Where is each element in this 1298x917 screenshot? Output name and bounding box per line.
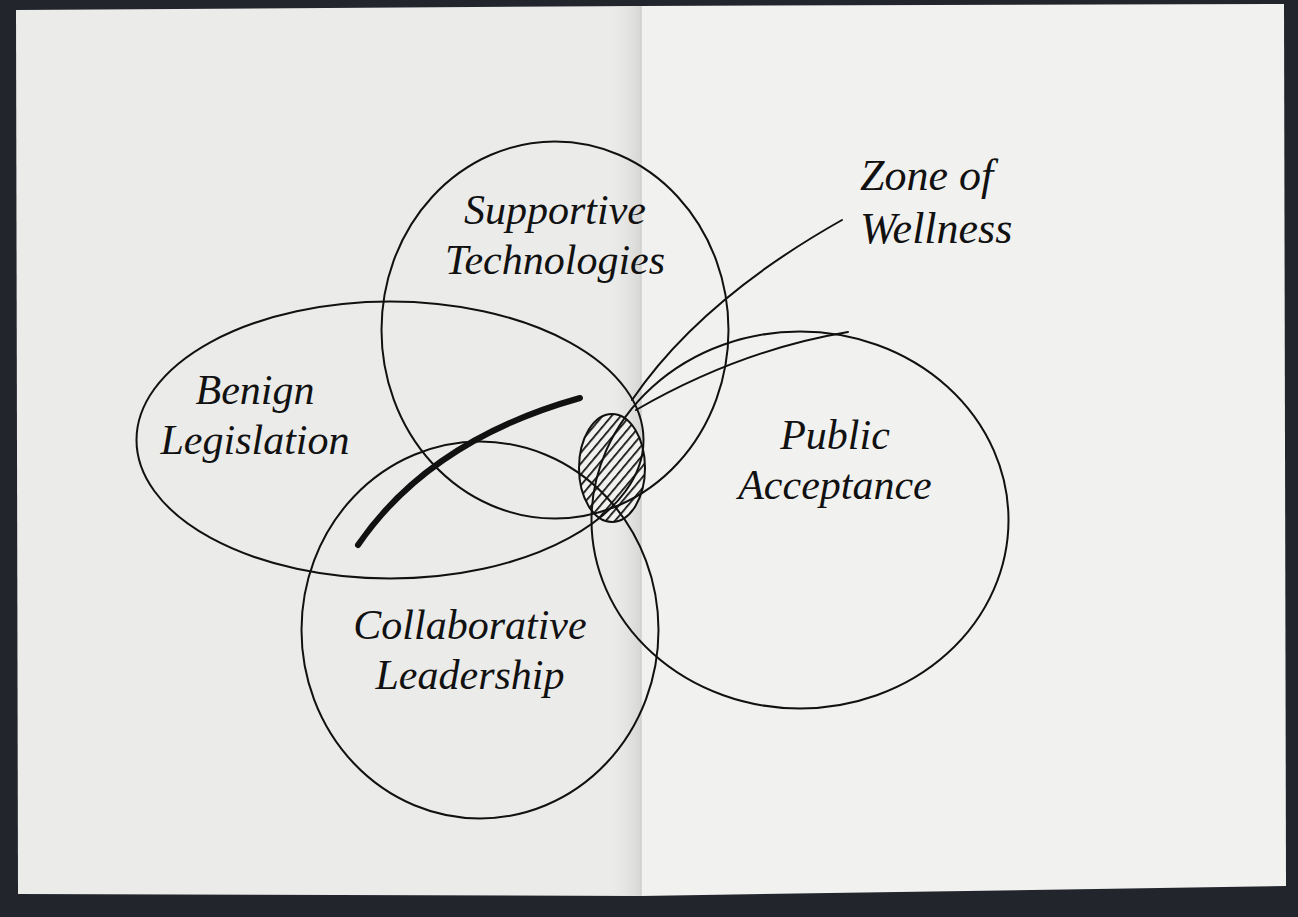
venn-ellipse: Benign Legislation xyxy=(135,300,645,580)
circle-label: Supportive Technologies xyxy=(435,185,675,286)
ellipse-line xyxy=(592,332,1009,709)
venn-ellipse: Public Acceptance xyxy=(590,330,1010,710)
paper-right-half xyxy=(641,4,1286,896)
circle-label: Collaborative Leadership xyxy=(345,600,595,701)
label-holder: Zone of Wellness xyxy=(860,150,1090,256)
leader-line xyxy=(636,332,848,410)
thick-ink-stroke xyxy=(358,398,580,545)
callout-label: Zone of Wellness xyxy=(860,150,1090,256)
circle-label: Benign Legislation xyxy=(148,365,363,466)
circle-label: Public Acceptance xyxy=(728,410,943,511)
ellipse-line xyxy=(137,302,644,579)
ellipse-line xyxy=(382,142,729,519)
paper-left-half xyxy=(16,6,641,896)
ellipse-outline xyxy=(590,330,1010,710)
ellipse-line xyxy=(302,442,659,819)
venn-ellipse: Collaborative Leadership xyxy=(300,440,660,820)
venn-ellipse: Supportive Technologies xyxy=(380,140,730,520)
